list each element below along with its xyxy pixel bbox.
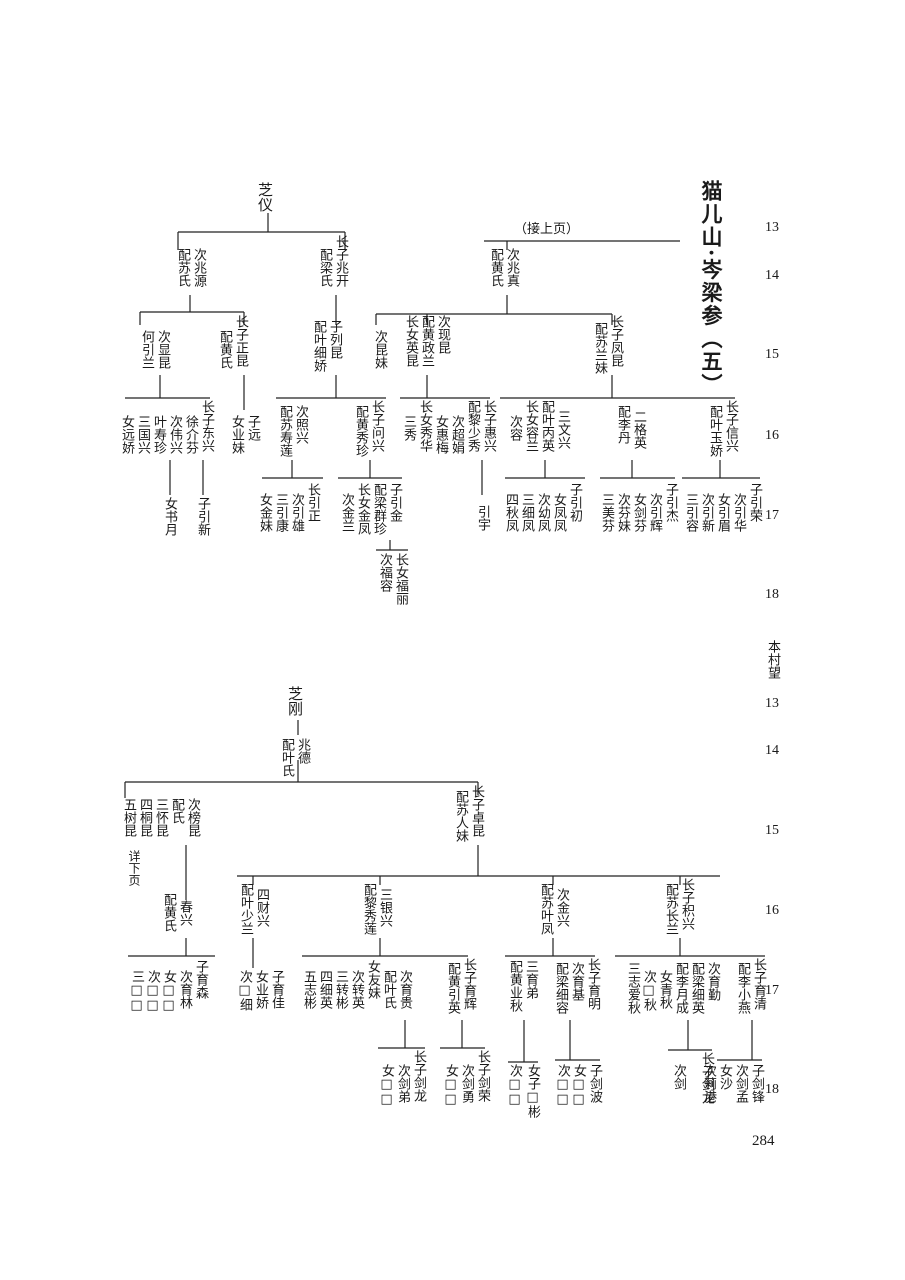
- node-g17-hui: 引宇: [475, 505, 490, 531]
- generation-number: 17: [765, 983, 779, 998]
- generation-number: 15: [765, 347, 779, 362]
- page-number: 284: [752, 1133, 775, 1149]
- continued-label: （接上页）: [514, 222, 580, 237]
- side-note: 本村望: [765, 640, 780, 679]
- generation-number: 13: [765, 220, 779, 235]
- node-g17-wei: 女书月: [162, 497, 177, 536]
- generation-number: 16: [765, 428, 779, 443]
- generation-number: 18: [765, 587, 779, 602]
- generation-number: 16: [765, 903, 779, 918]
- page-title: 猫儿山·岑梁参（五）: [699, 180, 724, 397]
- see-below-note: 详下页: [127, 850, 141, 886]
- ancestor-zhiyi: 芝仪: [256, 182, 274, 212]
- generation-number: 14: [765, 268, 779, 283]
- generation-number: 18: [765, 1082, 779, 1097]
- generation-number: 14: [765, 743, 779, 758]
- generation-number: 13: [765, 696, 779, 711]
- ancestor-zhigang: 芝刚: [286, 686, 304, 716]
- node-g17-dong: 子引新: [195, 497, 210, 536]
- generation-number: 15: [765, 823, 779, 838]
- generation-number: 17: [765, 508, 779, 523]
